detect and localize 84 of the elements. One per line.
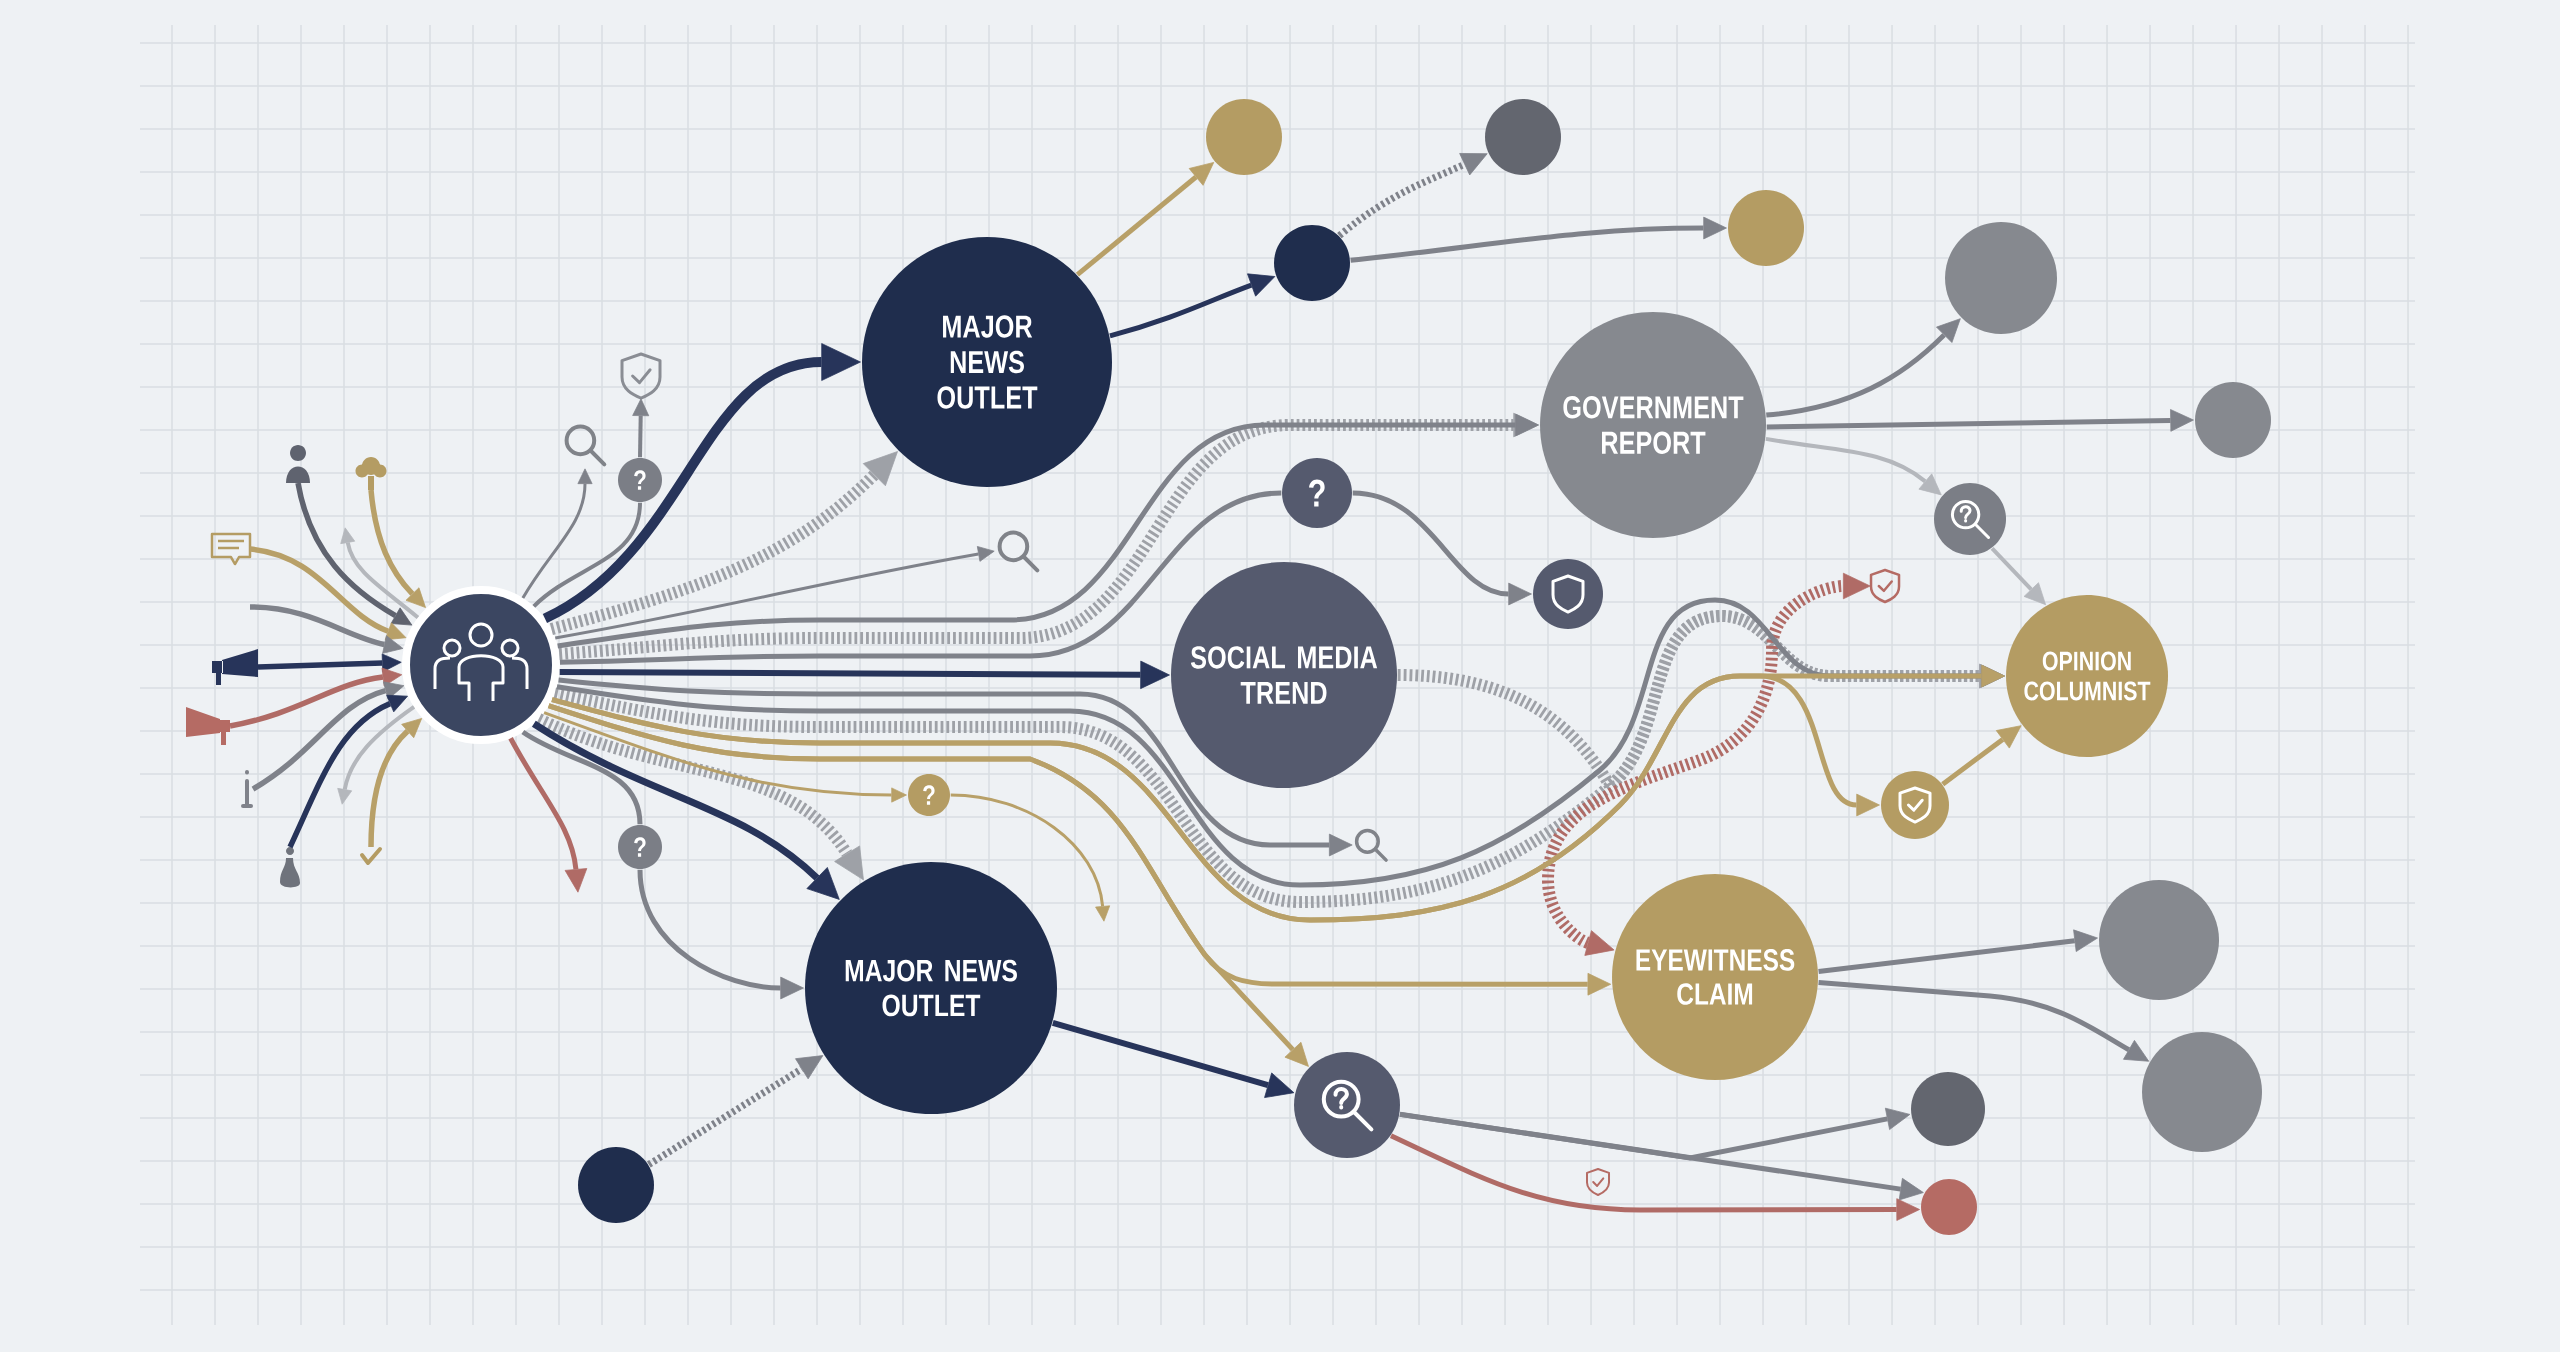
arrow [249,604,404,654]
arrow [1399,1107,1911,1161]
hatched-arrow [536,713,864,881]
arrow [543,711,907,803]
arrow [555,546,995,640]
circle-node [1294,1052,1400,1158]
arrow [287,694,408,849]
circle-node [1728,190,1804,266]
arrow [1765,436,1942,496]
person-icon [286,445,310,483]
info-icon [241,770,253,808]
arrow [542,343,861,623]
circle-node: EYEWITNESS CLAIM [1612,874,1818,1080]
arrow [521,468,593,599]
arrow [229,667,403,729]
circle-node [1881,771,1949,839]
circle-node [1485,99,1561,175]
circle-node [1921,1179,1977,1235]
circle-node [2142,1032,2262,1152]
circle-node [1945,222,2057,334]
arrow [1350,216,1727,263]
arrow [340,527,420,620]
circle-node: MAJOR NEWS OUTLET [862,237,1112,487]
circle-node: ? [1282,458,1352,528]
circle-node: SOCIAL MEDIA TREND [1171,562,1397,788]
arrow [950,793,1111,922]
arrow [251,681,405,792]
circle-node [578,1147,654,1223]
arrow [368,489,426,608]
arrow [257,653,402,673]
arrow [249,546,407,641]
circle-node: OPINION COLUMNIST [2006,595,2168,757]
arrow [1051,1020,1295,1098]
arrow [1389,1133,1920,1221]
arrow [1766,318,1961,418]
chat-icon [210,532,252,566]
megaphone-icon [212,649,258,685]
shield-check-icon [1869,568,1901,604]
circle-node [1274,225,1350,301]
circle-node: MAJOR NEWS OUTLET [805,862,1057,1114]
circle-node [1533,559,1603,629]
circle-node: ? [618,458,662,502]
arrow [1990,546,2046,605]
arrow [1818,929,2098,975]
arrow [637,869,804,1000]
arrow [368,718,423,848]
arrow [558,677,1353,857]
arrow [1766,409,2194,432]
circle-node: ? [618,825,662,869]
hatched-arrow [549,451,898,635]
check-icon [360,847,382,865]
arrow [1818,979,2150,1062]
arrow [1109,273,1276,339]
person-icon [280,847,300,888]
connector-line [532,502,642,608]
tree-icon [355,457,387,490]
connector-line [559,490,1282,665]
dashed-arrow [646,1055,824,1168]
arrow [1941,725,2022,787]
circle-node [402,586,560,744]
circle-node: ? [908,774,950,816]
arrow [337,705,416,805]
shield-check-icon [620,352,662,400]
arrow [1352,490,1532,606]
arrow [1075,162,1215,277]
hatched-arrow [1542,572,1871,956]
circle-node [1934,483,2006,555]
megaphone-icon [186,707,230,745]
arrow [532,720,840,900]
arrow [508,737,588,893]
search-icon [1354,828,1388,862]
circle-node [1206,99,1282,175]
circle-node [1911,1072,1985,1146]
dashed-arrow [1337,153,1488,239]
connector-line [521,729,643,825]
circle-node [2099,880,2219,1000]
arrow [295,482,413,626]
circle-node [2195,382,2271,458]
circle-node: GOVERNMENT REPORT [1540,312,1766,538]
search-icon [564,424,607,467]
arrow [559,660,1170,689]
search-icon [997,530,1040,573]
arrow [632,398,650,458]
arrow [547,703,1309,1067]
